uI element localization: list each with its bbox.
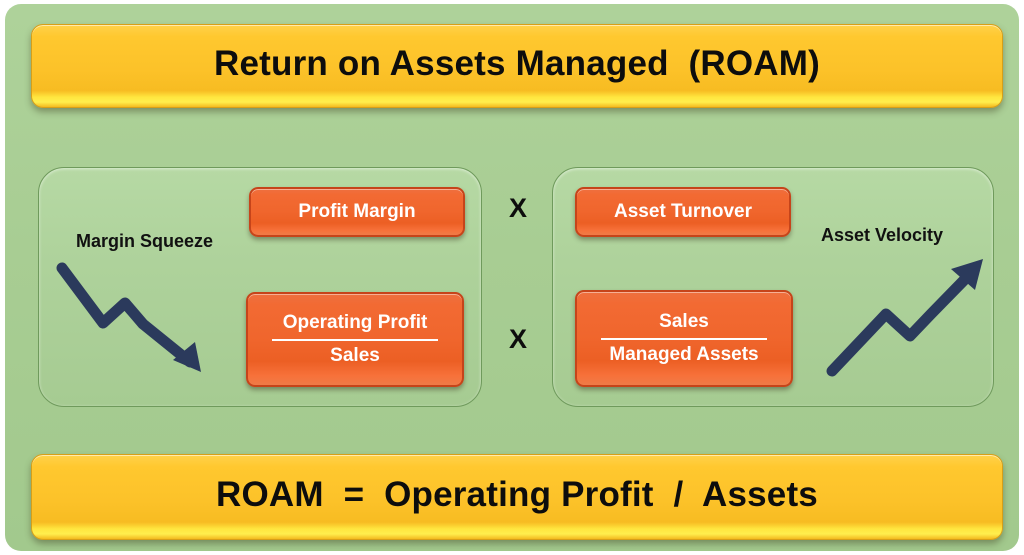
label-margin-squeeze: Margin Squeeze	[76, 231, 214, 251]
roam-formula: ROAM = Operating Profit / Assets	[216, 474, 818, 514]
box-asset-turnover-label: Asset Turnover	[614, 201, 752, 223]
fraction-bar	[271, 339, 439, 341]
denominator-sales: Sales	[330, 345, 380, 366]
box-profit-margin-label: Profit Margin	[298, 201, 416, 223]
multiply-symbol-bottom: X	[509, 324, 528, 354]
numerator-operating-profit: Operating Profit	[282, 312, 428, 334]
diagram-board: Return on Assets Managed (ROAM) Margin S…	[5, 4, 1019, 551]
fraction-bar	[600, 338, 768, 340]
trend-down-arrow-icon	[56, 262, 201, 372]
page-title: Return on Assets Managed (ROAM)	[214, 43, 820, 83]
denominator-managed-assets: Managed Assets	[609, 344, 759, 365]
label-asset-velocity: Asset Velocity	[821, 225, 944, 245]
trend-up-arrow-icon	[826, 259, 983, 377]
box-sales-over-managed-assets[interactable]: Sales Managed Assets	[575, 290, 793, 387]
title-banner: Return on Assets Managed (ROAM)	[31, 24, 1003, 108]
numerator-sales: Sales	[659, 311, 709, 333]
box-asset-turnover[interactable]: Asset Turnover	[575, 187, 791, 237]
formula-banner: ROAM = Operating Profit / Assets	[31, 454, 1003, 540]
multiply-symbol-top: X	[509, 193, 528, 223]
box-profit-margin[interactable]: Profit Margin	[249, 187, 465, 237]
box-operating-profit-over-sales[interactable]: Operating Profit Sales	[246, 292, 464, 387]
